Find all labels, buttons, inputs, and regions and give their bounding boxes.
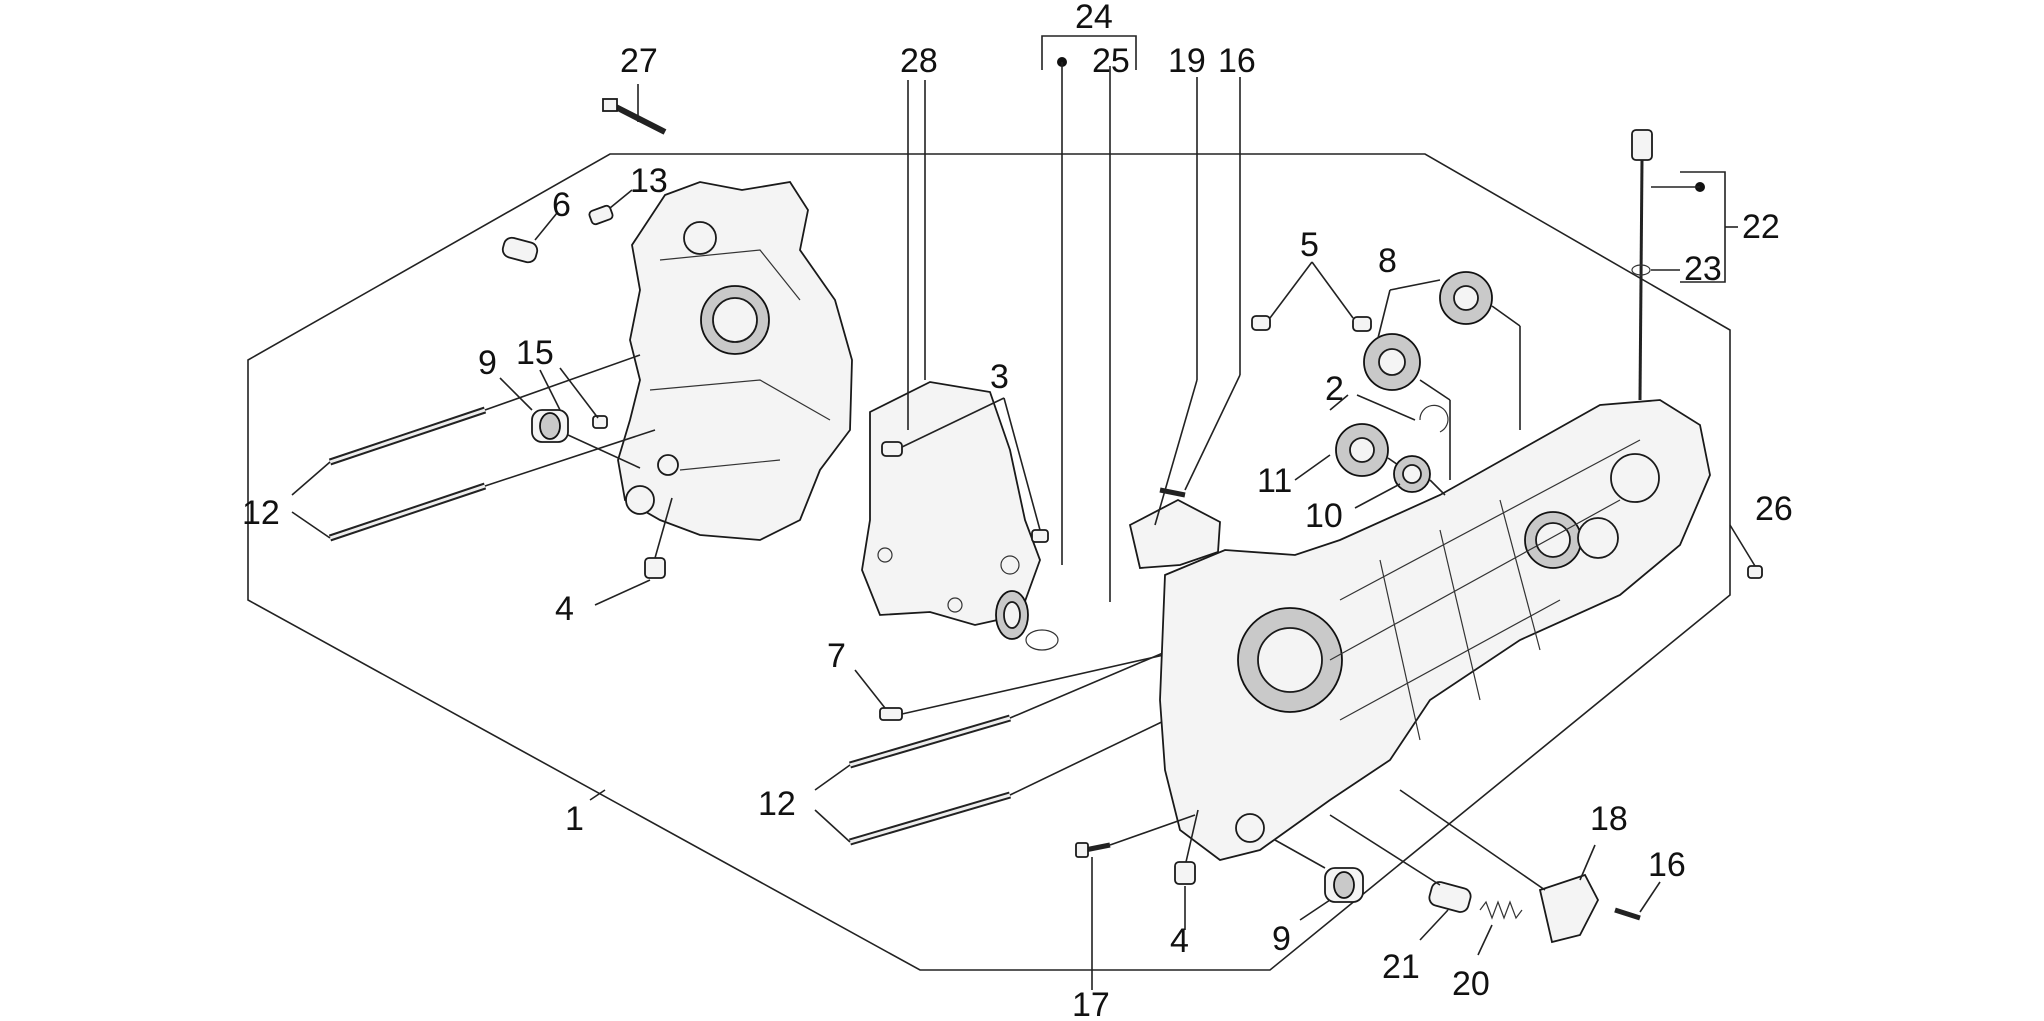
callout-15: 15 bbox=[516, 334, 554, 372]
callout-27: 27 bbox=[620, 42, 658, 80]
dowel-13 bbox=[588, 204, 614, 226]
bushing-9-lower bbox=[1324, 867, 1364, 903]
callout-13: 13 bbox=[630, 162, 668, 200]
assembly-boundary bbox=[247, 153, 1731, 971]
pin-6 bbox=[501, 236, 539, 264]
pin-7 bbox=[879, 707, 903, 721]
bearing-8-lower bbox=[1363, 333, 1421, 391]
callout-21: 21 bbox=[1382, 948, 1420, 986]
oil-seal-24 bbox=[995, 590, 1029, 640]
bushing-9-upper bbox=[531, 409, 569, 443]
right-crankcase-half bbox=[1159, 399, 1711, 861]
callout-25: 25 bbox=[1092, 42, 1130, 80]
dowel-15 bbox=[592, 415, 608, 429]
stud-12-upper-center bbox=[849, 714, 1011, 769]
dowel-3-upper bbox=[881, 441, 903, 457]
callout-6: 6 bbox=[552, 186, 571, 224]
stud-12-lower-left bbox=[328, 482, 487, 542]
callout-1: 1 bbox=[565, 800, 584, 838]
bearing-11 bbox=[1335, 423, 1389, 477]
callout-28: 28 bbox=[900, 42, 938, 80]
callout-5: 5 bbox=[1300, 226, 1319, 264]
screw-17 bbox=[1075, 842, 1111, 858]
spacer-21 bbox=[1428, 881, 1472, 913]
callout-26: 26 bbox=[1755, 490, 1793, 528]
pin-26 bbox=[1747, 565, 1763, 579]
callout-4-left: 4 bbox=[555, 590, 574, 628]
screw-16-lower bbox=[1614, 907, 1641, 921]
circlip-2 bbox=[1419, 404, 1449, 433]
callout-24: 24 bbox=[1075, 0, 1113, 36]
callout-7: 7 bbox=[827, 637, 846, 675]
o-ring-23 bbox=[1631, 264, 1651, 276]
leader-lines bbox=[291, 80, 1756, 956]
o-ring-25 bbox=[1025, 629, 1059, 651]
bearing-8-upper bbox=[1439, 271, 1493, 325]
callout-17: 17 bbox=[1072, 986, 1110, 1021]
dowel-4-right bbox=[1174, 861, 1196, 885]
dowel-4-left bbox=[644, 557, 666, 579]
stud-12-lower-center bbox=[849, 791, 1011, 846]
screw-16-upper bbox=[1159, 487, 1186, 498]
bolt-27 bbox=[602, 98, 667, 135]
callout-16-lower: 16 bbox=[1648, 846, 1686, 884]
callout-20: 20 bbox=[1452, 965, 1490, 1003]
callout-16-upper: 16 bbox=[1218, 42, 1256, 80]
dowel-5-right bbox=[1352, 316, 1372, 332]
callout-9-lower: 9 bbox=[1272, 920, 1291, 958]
callout-12-center: 12 bbox=[758, 785, 796, 823]
callout-4-right: 4 bbox=[1170, 922, 1189, 960]
spring-20 bbox=[1479, 900, 1523, 920]
callout-12-left: 12 bbox=[242, 494, 280, 532]
callout-2: 2 bbox=[1325, 370, 1344, 408]
callout-9-upper: 9 bbox=[478, 344, 497, 382]
callout-22: 22 bbox=[1742, 208, 1780, 246]
callout-10: 10 bbox=[1305, 497, 1343, 535]
dipstick-22 bbox=[1631, 129, 1653, 401]
dowel-5-left bbox=[1251, 315, 1271, 331]
callout-11: 11 bbox=[1257, 462, 1292, 500]
plate-18 bbox=[1538, 873, 1600, 944]
bracket-24 bbox=[1041, 35, 1137, 602]
left-crankcase-half bbox=[617, 181, 853, 541]
callout-19: 19 bbox=[1168, 42, 1206, 80]
callout-8: 8 bbox=[1378, 242, 1397, 280]
callout-18: 18 bbox=[1590, 800, 1628, 838]
bracket-22 bbox=[1651, 171, 1738, 283]
stud-12-upper-left bbox=[328, 406, 487, 466]
oil-seal-10 bbox=[1393, 455, 1431, 493]
callout-23: 23 bbox=[1684, 250, 1722, 288]
gasket-28 bbox=[861, 381, 1041, 626]
dowel-3-lower bbox=[1031, 529, 1049, 543]
callout-3: 3 bbox=[990, 358, 1009, 396]
